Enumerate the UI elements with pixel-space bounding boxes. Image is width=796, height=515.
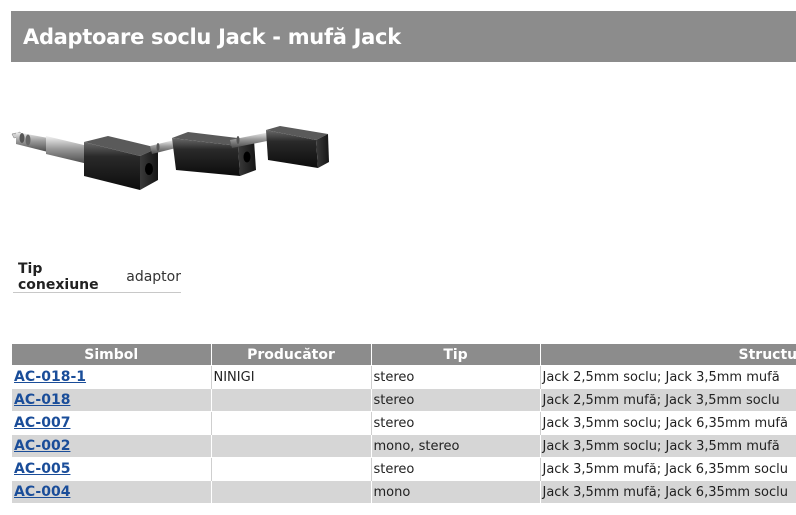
table-row: AC-004 mono Jack 3,5mm mufă; Jack 6,35mm… (12, 480, 796, 503)
cell-symbol: AC-005 (12, 457, 212, 481)
table-header-row: Simbol Producător Tip Structura (12, 344, 796, 366)
column-header-structure[interactable]: Structura (540, 344, 796, 366)
cell-symbol: AC-004 (12, 480, 212, 503)
cell-type: stereo (371, 411, 541, 435)
product-link[interactable]: AC-018 (14, 392, 71, 408)
cell-type: stereo (371, 457, 541, 481)
cell-symbol: AC-002 (12, 434, 212, 458)
table-row: AC-002 mono, stereo Jack 3,5mm soclu; Ja… (12, 434, 796, 458)
product-image (8, 118, 333, 218)
column-header-type[interactable]: Tip (371, 344, 541, 366)
cell-type: stereo (371, 388, 541, 412)
cell-structure: Jack 2,5mm soclu; Jack 3,5mm mufă (540, 365, 796, 389)
column-header-symbol[interactable]: Simbol (12, 344, 212, 366)
product-link[interactable]: AC-005 (14, 461, 71, 477)
table-row: AC-018 stereo Jack 2,5mm mufă; Jack 3,5m… (12, 388, 796, 412)
cell-type: mono (371, 480, 541, 503)
cell-producer (211, 434, 372, 458)
cell-structure: Jack 3,5mm mufă; Jack 6,35mm soclu (540, 457, 796, 481)
cell-type: mono, stereo (371, 434, 541, 458)
property-value: adaptor (126, 269, 181, 285)
cell-producer (211, 388, 372, 412)
products-table: Simbol Producător Tip Structura AC-018-1… (12, 344, 796, 503)
cell-structure: Jack 3,5mm mufă; Jack 6,35mm soclu (540, 480, 796, 503)
cell-producer: NINIGI (211, 365, 372, 389)
product-link[interactable]: AC-007 (14, 415, 71, 431)
cell-structure: Jack 2,5mm mufă; Jack 3,5mm soclu (540, 388, 796, 412)
jack-adapters-photo (11, 126, 329, 190)
table-row: AC-007 stereo Jack 3,5mm soclu; Jack 6,3… (12, 411, 796, 435)
cell-type: stereo (371, 365, 541, 389)
column-header-producer[interactable]: Producător (211, 344, 372, 366)
table-row: AC-005 stereo Jack 3,5mm mufă; Jack 6,35… (12, 457, 796, 481)
property-row: Tip conexiune adaptor (13, 261, 181, 293)
property-label: Tip conexiune (18, 261, 99, 293)
cell-symbol: AC-007 (12, 411, 212, 435)
product-link[interactable]: AC-018-1 (14, 369, 87, 385)
adapter-small (230, 126, 329, 168)
page-header: Adaptoare soclu Jack - mufă Jack (11, 11, 796, 62)
page-title: Adaptoare soclu Jack - mufă Jack (23, 24, 401, 49)
cell-structure: Jack 3,5mm soclu; Jack 6,35mm mufă (540, 411, 796, 435)
table-row: AC-018-1 NINIGI stereo Jack 2,5mm soclu;… (12, 365, 796, 389)
cell-symbol: AC-018-1 (12, 365, 212, 389)
product-link[interactable]: AC-004 (14, 484, 71, 500)
adapter-large (11, 131, 158, 190)
cell-producer (211, 411, 372, 435)
products-table-wrapper: Simbol Producător Tip Structura AC-018-1… (12, 344, 796, 515)
cell-structure: Jack 3,5mm soclu; Jack 3,5mm mufă (540, 434, 796, 458)
product-link[interactable]: AC-002 (14, 438, 71, 454)
adapter-medium (150, 132, 256, 176)
cell-producer (211, 480, 372, 503)
cell-producer (211, 457, 372, 481)
cell-symbol: AC-018 (12, 388, 212, 412)
